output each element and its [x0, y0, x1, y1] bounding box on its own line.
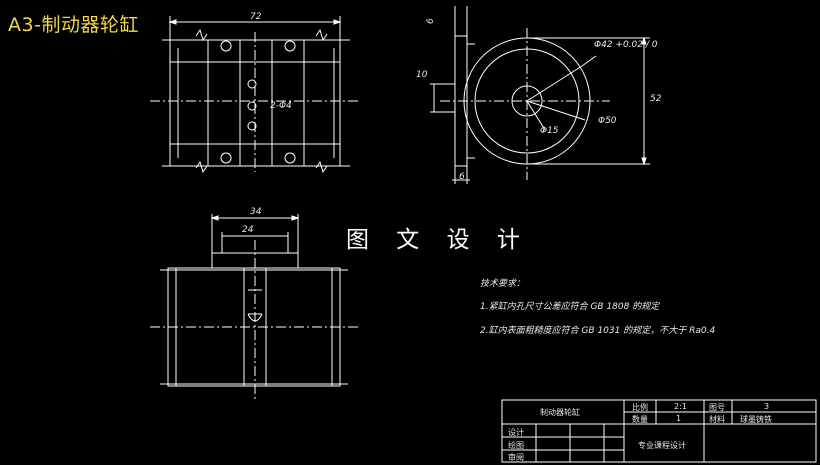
title-block-frame — [501, 399, 817, 463]
dim-top-width: 72 — [250, 12, 262, 22]
notes-heading: 技术要求： — [480, 279, 526, 289]
dim-front-inner: 24 — [242, 225, 254, 235]
dim-side-top: 6 — [426, 18, 436, 24]
tb-scale-value: 2:1 — [674, 402, 687, 411]
tb-material-label: 材料 — [709, 415, 725, 424]
dim-hole-note: 2-Φ4 — [270, 101, 292, 111]
tb-scale-label: 比例 — [632, 403, 648, 412]
dim-height-52: 52 — [650, 94, 662, 104]
notes-line-2: 2.缸内表面粗糙度应符合 GB 1031 的规定，不大于 Ra0.4 — [480, 326, 716, 336]
dim-diameter-15: Φ15 — [540, 126, 559, 136]
tb-qty-label: 数量 — [632, 415, 648, 424]
tb-part-name: 制动器轮缸 — [540, 408, 580, 417]
dim-side-thickness: 6 — [459, 172, 465, 182]
watermark-text: 图 文 设 计 — [346, 227, 530, 253]
front-view — [150, 214, 360, 400]
tb-review-label: 审阅 — [508, 453, 524, 462]
tb-org: 专业课程设计 — [638, 441, 686, 450]
tb-design-label: 设计 — [508, 428, 524, 437]
dim-front-outer: 34 — [250, 207, 262, 217]
tb-draw-label: 绘图 — [508, 441, 524, 450]
tb-material-value: 球墨铸铁 — [740, 415, 772, 424]
side-view — [430, 6, 650, 184]
top-view — [150, 16, 360, 174]
notes-line-1: 1.紧缸内孔尺寸公差应符合 GB 1808 的规定 — [480, 302, 660, 312]
dim-bore: Φ42 +0.02 / 0 — [594, 40, 658, 50]
drawing-title: A3-制动器轮缸 — [8, 14, 139, 36]
tb-drawing-no-value: 3 — [764, 402, 770, 411]
tb-qty-value: 1 — [676, 414, 682, 423]
dim-height-small: 10 — [416, 70, 428, 80]
dim-diameter-50: Φ50 — [598, 116, 617, 126]
tb-drawing-no-label: 图号 — [709, 403, 725, 412]
